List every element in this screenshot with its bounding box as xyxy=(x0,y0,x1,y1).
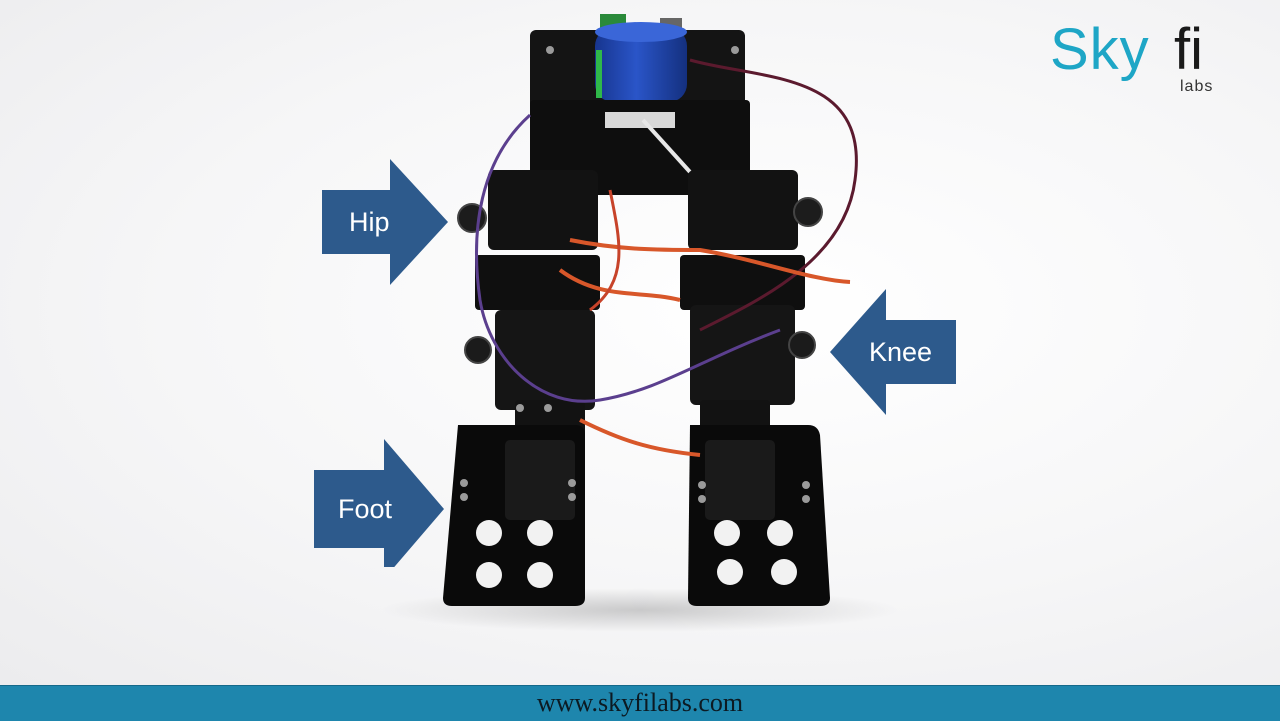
knee-label: Knee xyxy=(869,337,933,367)
logo-labs-text: labs xyxy=(1180,78,1214,95)
logo-fi-text: fi xyxy=(1174,17,1203,82)
logo-sky-text: Sky xyxy=(1050,17,1150,82)
knee-arrow-callout: Knee xyxy=(828,287,963,417)
right-arrow-icon xyxy=(322,159,448,285)
foot-arrow-callout: Foot xyxy=(312,437,447,567)
foot-label: Foot xyxy=(338,494,393,524)
hip-label: Hip xyxy=(349,207,390,237)
left-arrow-icon xyxy=(830,289,956,415)
photo-stage: Hip Knee Foot Sky fi labs xyxy=(0,0,1280,685)
website-url: www.skyfilabs.com xyxy=(536,688,744,717)
biped-robot-image xyxy=(380,14,900,632)
skyfi-labs-logo: Sky fi labs xyxy=(1050,18,1230,98)
right-arrow-icon xyxy=(314,439,444,567)
hip-arrow-callout: Hip xyxy=(320,157,455,287)
footer-banner: www.skyfilabs.com xyxy=(0,685,1280,721)
